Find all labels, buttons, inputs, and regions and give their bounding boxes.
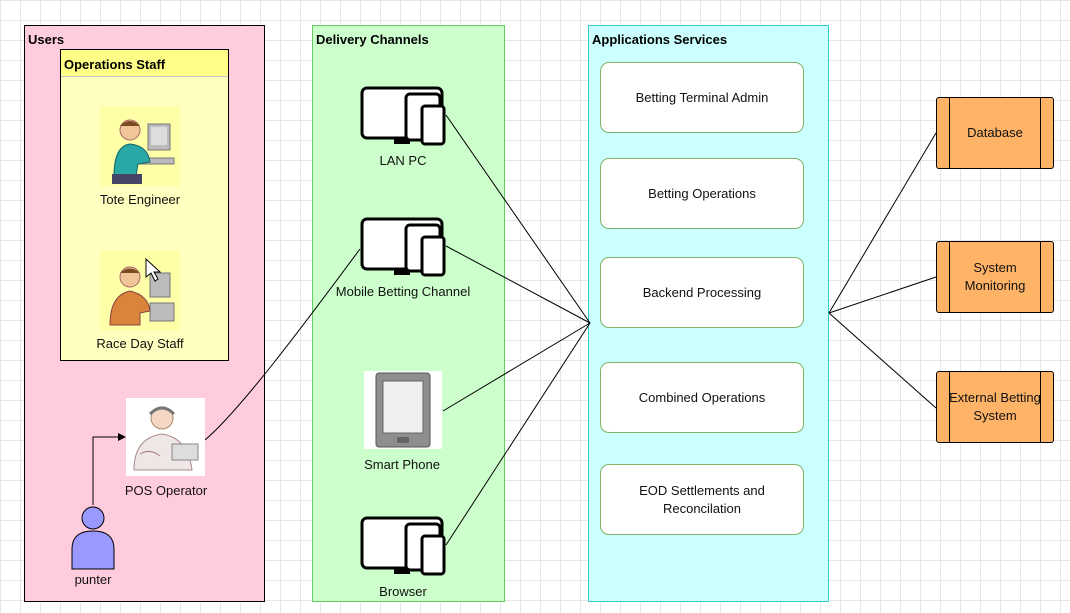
external-betting-system: External Betting System [936,371,1054,443]
database-label: Database [967,125,1023,140]
operations-staff-header [61,50,228,77]
edge-apps-external [828,312,937,409]
smart-phone-label: Smart Phone [364,457,440,472]
service-betting-terminal-admin: Betting Terminal Admin [600,62,804,133]
tote-engineer-label: Tote Engineer [99,192,181,207]
edge-lanpc-hub [445,114,591,324]
race-day-staff-icon [100,251,180,331]
external-betting-label: External Betting System [949,390,1041,423]
edge-smartphone-hub [442,322,591,412]
applications-services-title: Applications Services [592,32,728,47]
edge-punter-pos [92,436,125,505]
service-eod-settlements: EOD Settlements and Reconcilation [600,464,804,535]
users-title: Users [28,32,65,47]
external-system-monitoring: System Monitoring [936,241,1054,313]
pos-operator-icon [126,398,205,476]
lan-pc-label: LAN PC [379,153,427,168]
browser-devices-icon [360,516,446,576]
service-betting-operations: Betting Operations [600,158,804,229]
service-backend-processing: Backend Processing [600,257,804,328]
edge-apps-monitoring [828,276,937,314]
delivery-channels-title: Delivery Channels [316,32,429,47]
external-database: Database [936,97,1054,169]
arrowhead-icon [118,433,126,441]
mobile-betting-devices-icon [360,217,446,277]
pos-operator-label: POS Operator [124,483,208,498]
operations-staff-title: Operations Staff [64,57,166,72]
system-monitoring-label: System Monitoring [964,260,1026,293]
smart-phone-icon [364,371,442,449]
tote-engineer-icon [100,106,180,186]
edge-mobile-hub [445,245,591,324]
race-day-staff-label: Race Day Staff [96,336,184,351]
service-combined-operations: Combined Operations [600,362,804,433]
browser-label: Browser [379,584,427,599]
edge-apps-database [828,132,937,314]
mobile-betting-label: Mobile Betting Channel [335,284,471,299]
edge-pos-mobile [204,248,361,441]
punter-actor-icon [71,506,115,570]
lan-pc-devices-icon [360,86,446,146]
edge-browser-hub [445,322,591,546]
punter-label: punter [74,572,112,587]
